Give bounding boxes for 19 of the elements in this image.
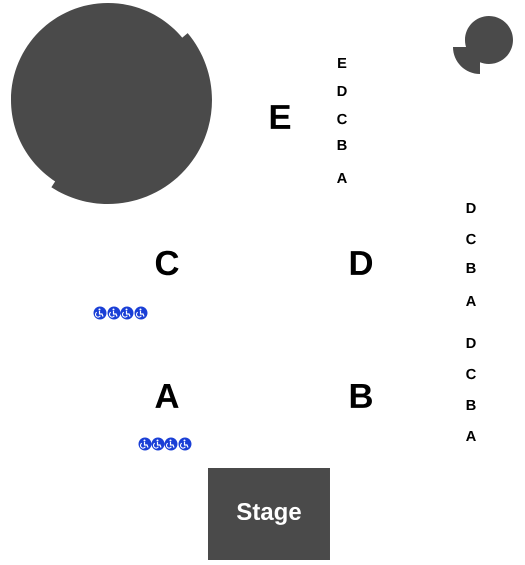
row-label: B bbox=[466, 400, 476, 410]
row-label: C bbox=[466, 234, 476, 244]
row-label: C bbox=[337, 114, 347, 124]
section-label: D bbox=[350, 251, 372, 275]
row-label: C bbox=[466, 368, 476, 380]
section-label: A bbox=[155, 384, 179, 408]
row-label: B bbox=[466, 262, 476, 274]
row-label: D bbox=[338, 86, 347, 96]
section-label: E bbox=[270, 105, 290, 129]
section-label: B bbox=[350, 384, 372, 408]
row-label: A bbox=[337, 172, 347, 184]
row-label: A bbox=[466, 296, 476, 306]
row-label: D bbox=[466, 202, 476, 214]
row-label: B bbox=[338, 140, 347, 150]
stage-box: Stage bbox=[208, 468, 330, 560]
row-label: D bbox=[466, 338, 476, 348]
row-label: A bbox=[466, 430, 476, 442]
row-label: E bbox=[338, 58, 346, 68]
section-label: C bbox=[156, 250, 179, 276]
